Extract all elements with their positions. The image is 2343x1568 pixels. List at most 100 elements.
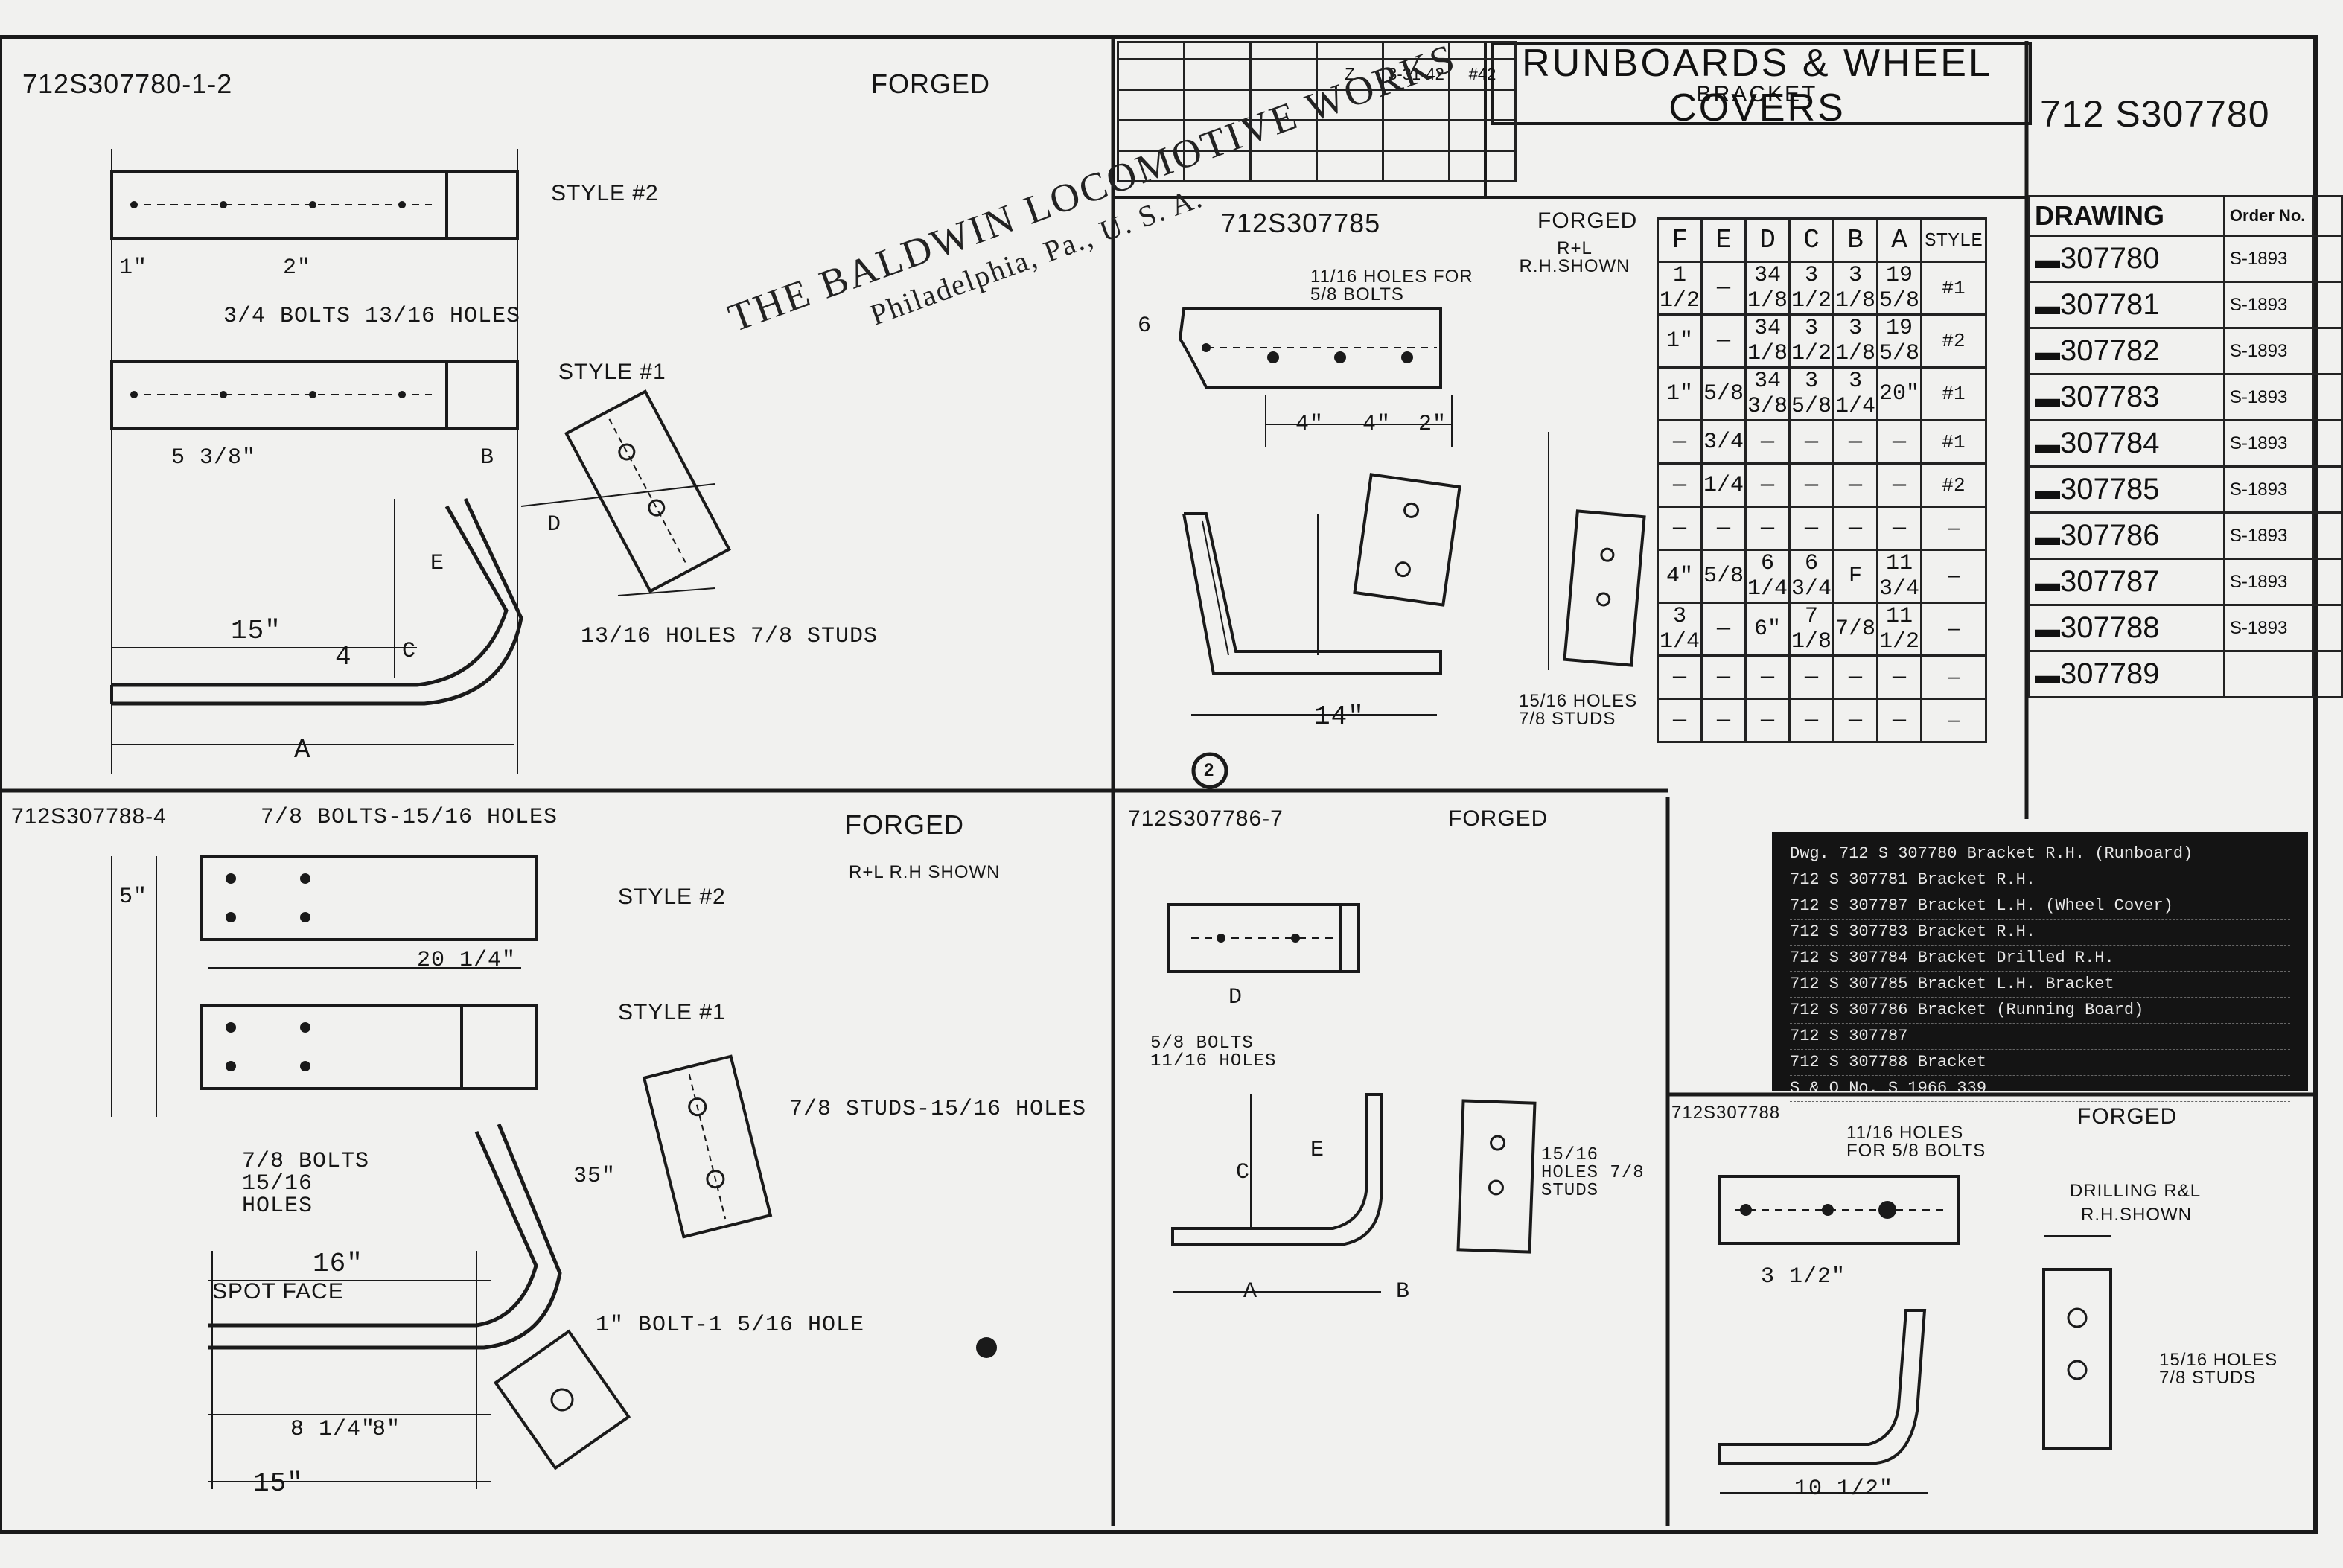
dimension-cell: —: [1920, 506, 1987, 551]
dimension-cell: #1: [1920, 261, 1987, 316]
dimension-cell: —: [1920, 654, 1987, 700]
dimension-cell: —: [1876, 698, 1922, 743]
dimension-cell: —: [1700, 313, 1747, 369]
order-line: S & O No. S 1966 339: [1790, 1076, 2290, 1102]
col-header: C: [1788, 217, 1834, 263]
dimension-cell: —: [1832, 506, 1878, 551]
circle-note: 2: [1204, 760, 1215, 780]
order-number: S-1893: [2222, 465, 2315, 514]
drawing-number-value: 307781: [2060, 288, 2160, 321]
order-number: S-1893: [2222, 327, 2315, 375]
dimension-cell: 3 1/4: [1832, 366, 1878, 421]
dimension-table-row: ———————: [1657, 654, 1987, 700]
dimension-cell: —: [1788, 698, 1834, 743]
dimension-cell: 3 1/2: [1788, 261, 1834, 316]
dimension-cell: 1/4: [1700, 462, 1747, 508]
dimension-cell: —: [1657, 462, 1703, 508]
drawing-number-value: 307788: [2060, 611, 2160, 644]
order-line: 712 S 307788 Bracket: [1790, 1050, 2290, 1076]
col-header: A: [1876, 217, 1922, 263]
s-prefix-icon: ▬: [2035, 292, 2060, 320]
holes-studs-note-top-middle: 15/16 HOLES 7/8 STUDS: [1519, 691, 1638, 729]
dimension-cell: 11 1/2: [1876, 602, 1922, 657]
dimension-cell: —: [1657, 654, 1703, 700]
dim-c-bottom-middle: C: [1236, 1160, 1251, 1185]
col-header: E: [1700, 217, 1747, 263]
s-prefix-icon: ▬: [2035, 615, 2060, 643]
order-header: Order No.: [2222, 195, 2315, 237]
dimension-cell: 3 5/8: [1788, 366, 1834, 421]
drawing-number-value: 307783: [2060, 380, 2160, 413]
dim-a-top-left: A: [294, 735, 311, 765]
order-line: Dwg. 712 S 307780 Bracket R.H. (Runboard…: [1790, 841, 2290, 867]
order-line: 712 S 307787 Bracket L.H. (Wheel Cover): [1790, 893, 2290, 920]
order-list-panel: Dwg. 712 S 307780 Bracket R.H. (Runboard…: [1772, 832, 2308, 1102]
drawing-number: ▬307787: [2028, 558, 2225, 606]
dim-1-top-left: 1": [119, 255, 148, 281]
part-number-bottom-left: 712S307788-4: [11, 804, 167, 829]
drawing-number-value: 307782: [2060, 334, 2160, 367]
dimension-cell: 4": [1657, 549, 1703, 604]
dim-a-bottom-middle: A: [1243, 1279, 1258, 1304]
dim-2-top-middle: 2": [1418, 412, 1447, 437]
dimension-table-row: —3/4————#1: [1657, 419, 1987, 465]
dim-8b-bottom-left: 8": [372, 1417, 401, 1442]
revision-date: 3-31-42: [1382, 58, 1450, 91]
order-line: 712 S 307783 Bracket R.H.: [1790, 920, 2290, 946]
dimension-table-row: ———————: [1657, 698, 1987, 743]
bolts-note-top-left: 3/4 BOLTS 13/16 HOLES: [223, 304, 521, 329]
s-prefix-icon: ▬: [2035, 661, 2060, 689]
dim-b-top-left: B: [480, 445, 495, 471]
dimension-cell: —: [1744, 698, 1791, 743]
dimension-cell: 7/8: [1832, 602, 1878, 657]
dimension-cell: #2: [1920, 313, 1987, 369]
dim-10-bottom-right: 10 1/2": [1794, 1476, 1894, 1502]
order-number: [2222, 650, 2315, 698]
dim-5-top-left: 5 3/8": [171, 445, 257, 471]
dim-d-top-left: D: [547, 512, 562, 538]
dimension-cell: —: [1832, 419, 1878, 465]
dimension-cell: —: [1744, 654, 1791, 700]
dimension-cell: 19 5/8: [1876, 261, 1922, 316]
style-label-2: STYLE #2: [551, 181, 659, 205]
dimension-cell: 3 1/8: [1832, 313, 1878, 369]
s-prefix-icon: ▬: [2035, 569, 2060, 597]
order-line: 712 S 307781 Bracket R.H.: [1790, 867, 2290, 893]
col-header: B: [1832, 217, 1878, 263]
order-number: S-1893: [2222, 419, 2315, 468]
style-label-bottom-2: STYLE #2: [618, 885, 726, 909]
dimension-cell: 5/8: [1700, 366, 1747, 421]
dim-e-top-left: E: [430, 551, 445, 576]
dimension-cell: —: [1657, 698, 1703, 743]
drawing-list-row: ▬307788 S-1893: [2028, 604, 2343, 652]
dimension-cell: 3 1/8: [1832, 261, 1878, 316]
order-number: S-1893: [2222, 604, 2315, 652]
dim-6-top-middle: 6: [1138, 313, 1153, 339]
dim-4b-top-middle: 4": [1362, 412, 1392, 437]
s-prefix-icon: ▬: [2035, 523, 2060, 551]
dimension-table-row: ———————: [1657, 506, 1987, 551]
drawing-list-row: ▬307789: [2028, 650, 2343, 698]
dim-15-bottom-left: 15": [253, 1468, 304, 1499]
order-line: 712 S 307787: [1790, 1024, 2290, 1050]
holes-bolts-note-bottom-right: 11/16 HOLES FOR 5/8 BOLTS: [1846, 1123, 1986, 1161]
dimension-cell: 7 1/8: [1788, 602, 1834, 657]
hand-note-bottom-right: R.H.SHOWN: [2081, 1205, 2192, 1225]
dimension-cell: —: [1788, 506, 1834, 551]
dimension-cell: 3 1/4: [1657, 602, 1703, 657]
drawing-list-row: ▬307782 S-1893: [2028, 327, 2343, 375]
revision-entry: Z: [1316, 58, 1384, 91]
s-prefix-icon: ▬: [2035, 338, 2060, 366]
dimension-cell: 5/8: [1700, 549, 1747, 604]
dimension-cell: —: [1744, 506, 1791, 551]
dimension-cell: 6 1/4: [1744, 549, 1791, 604]
dim-16-bottom-left: 16": [313, 1249, 363, 1279]
